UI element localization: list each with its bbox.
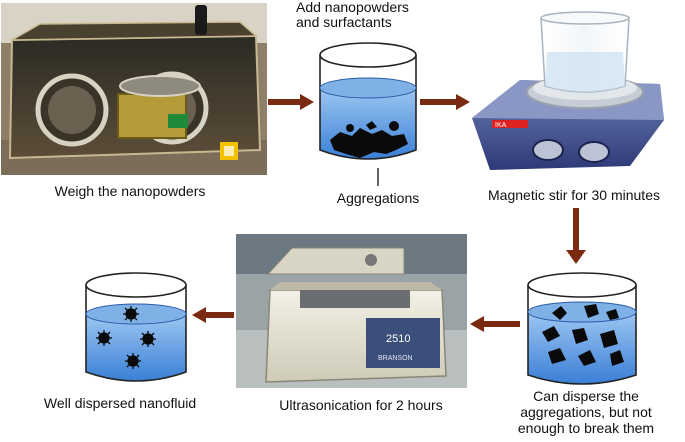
- beaker-aggregated: [319, 42, 417, 160]
- step-disperse-line3: enough to break them: [517, 420, 655, 436]
- arrow-add-to-stir: [420, 94, 470, 110]
- aggregations-label: Aggregations: [336, 190, 420, 206]
- dispersed-particle: [123, 306, 139, 322]
- arrow-stir-to-disperse: [566, 208, 586, 264]
- step-stir-label: Magnetic stir for 30 minutes: [488, 187, 660, 203]
- glovebox-photo: [1, 3, 267, 175]
- magnetic-stirrer-photo: IKA: [468, 2, 678, 177]
- sonicator-brand-text: BRANSON: [378, 355, 413, 362]
- dispersed-particle: [96, 330, 112, 346]
- aggregate-cluster: [330, 128, 408, 158]
- arrow-ultrasonication-to-well: [192, 307, 234, 323]
- beaker-well-dispersed: [85, 272, 187, 382]
- stirrer-brand-text: IKA: [495, 122, 507, 129]
- step-disperse-line2: aggregations, but not: [520, 404, 652, 420]
- arrow-disperse-to-ultrasonication: [470, 316, 520, 332]
- sonicator-model-text: 2510: [386, 333, 410, 345]
- step-well-dispersed-label: Well dispersed nanofluid: [43, 395, 197, 411]
- step-disperse-label: Can disperse the aggregations, but not e…: [488, 388, 684, 436]
- step-add-line1: Add nanopowders: [296, 0, 409, 15]
- arrow-weigh-to-add: [268, 94, 314, 110]
- step-add-line2: and surfactants: [296, 14, 392, 30]
- beaker-partially-dispersed: [527, 272, 637, 385]
- step-disperse-line1: Can disperse the: [533, 388, 639, 404]
- step-ultrasonication-label: Ultrasonication for 2 hours: [279, 397, 443, 413]
- step-add-label: Add nanopowders and surfactants: [296, 0, 409, 30]
- step-weigh-label: Weigh the nanopowders: [54, 183, 206, 199]
- dispersed-particle: [140, 331, 156, 347]
- ultrasonic-bath-photo: 2510 BRANSON: [236, 234, 467, 388]
- dispersed-particle: [125, 353, 141, 369]
